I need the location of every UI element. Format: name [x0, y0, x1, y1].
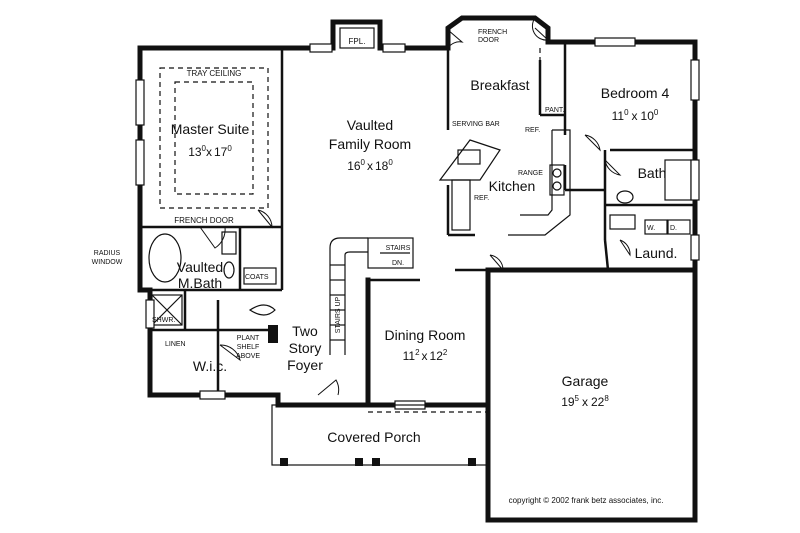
family-room-name-line2: Family Room [329, 136, 411, 152]
breakfast-name: Breakfast [470, 77, 529, 93]
coats-label: COATS [245, 274, 269, 281]
pantry-label: PANT. [545, 107, 564, 114]
serving-bar-label: SERVING BAR [452, 121, 500, 128]
stairs-down-label-line1: STAIRS [386, 245, 411, 252]
tray-ceiling-label: TRAY CEILING [187, 69, 242, 78]
laundry-name: Laund. [635, 245, 678, 261]
wic-name: W.i.c. [193, 358, 227, 374]
fireplace: FPL. [339, 27, 375, 49]
foyer-name-line2: Story [289, 340, 322, 356]
bedroom4-name: Bedroom 4 [601, 85, 670, 101]
family-room-name-line1: Vaulted [347, 117, 393, 133]
kitchen-counters [438, 129, 571, 236]
fireplace-label: FPL. [349, 37, 366, 46]
range-label: RANGE [518, 170, 543, 177]
bath-name: Bath [638, 165, 667, 181]
master-suite-name: Master Suite [171, 121, 250, 137]
stairs-up-label: STAIRS UP [335, 296, 342, 333]
dining-room-name: Dining Room [385, 327, 466, 343]
ref-kitchen-label: REF. [525, 127, 540, 134]
doors [199, 17, 631, 396]
tray-ceiling: TRAY CEILING [159, 67, 269, 209]
bath-fixtures [609, 159, 692, 235]
ref-bar-label: REF. [474, 195, 489, 202]
windows [135, 37, 700, 410]
french-door-top-label-line2: DOOR [478, 37, 499, 44]
master-bath-name-line2: M.Bath [178, 275, 222, 291]
washer-label: W. [647, 225, 655, 232]
shower-label: SHWR. [152, 317, 175, 324]
dryer-label: D. [670, 225, 677, 232]
foyer-name-line1: Two [292, 323, 318, 339]
garage-name: Garage [562, 373, 609, 389]
french-door-master-label: FRENCH DOOR [174, 216, 234, 225]
stairs-down-label-line2: DN. [392, 260, 404, 267]
annotation-labels: FRENCH DOOR FRENCH DOOR SERVING BAR REF.… [92, 29, 677, 360]
master-bath-fixtures [148, 231, 278, 343]
plant-shelf-label-line1: PLANT [237, 335, 260, 342]
plant-shelf-label-line2: SHELF [237, 344, 260, 351]
radius-window-label-line1: RADIUS [94, 250, 121, 257]
plant-shelf-label-line3: ABOVE [236, 353, 260, 360]
kitchen-name: Kitchen [489, 178, 536, 194]
copyright-notice: copyright © 2002 frank betz associates, … [509, 496, 664, 505]
interior-walls [140, 42, 695, 395]
french-door-top-label-line1: FRENCH [478, 29, 507, 36]
linen-label: LINEN [165, 341, 186, 348]
radius-window-label-line2: WINDOW [92, 259, 123, 266]
covered-porch-name: Covered Porch [327, 429, 420, 445]
master-bath-name-line1: Vaulted [177, 259, 223, 275]
ceiling-lines [368, 48, 541, 413]
covered-porch [271, 404, 489, 466]
stairs: STAIRS DN. STAIRS UP [329, 237, 414, 355]
foyer-name-line3: Foyer [287, 357, 323, 373]
